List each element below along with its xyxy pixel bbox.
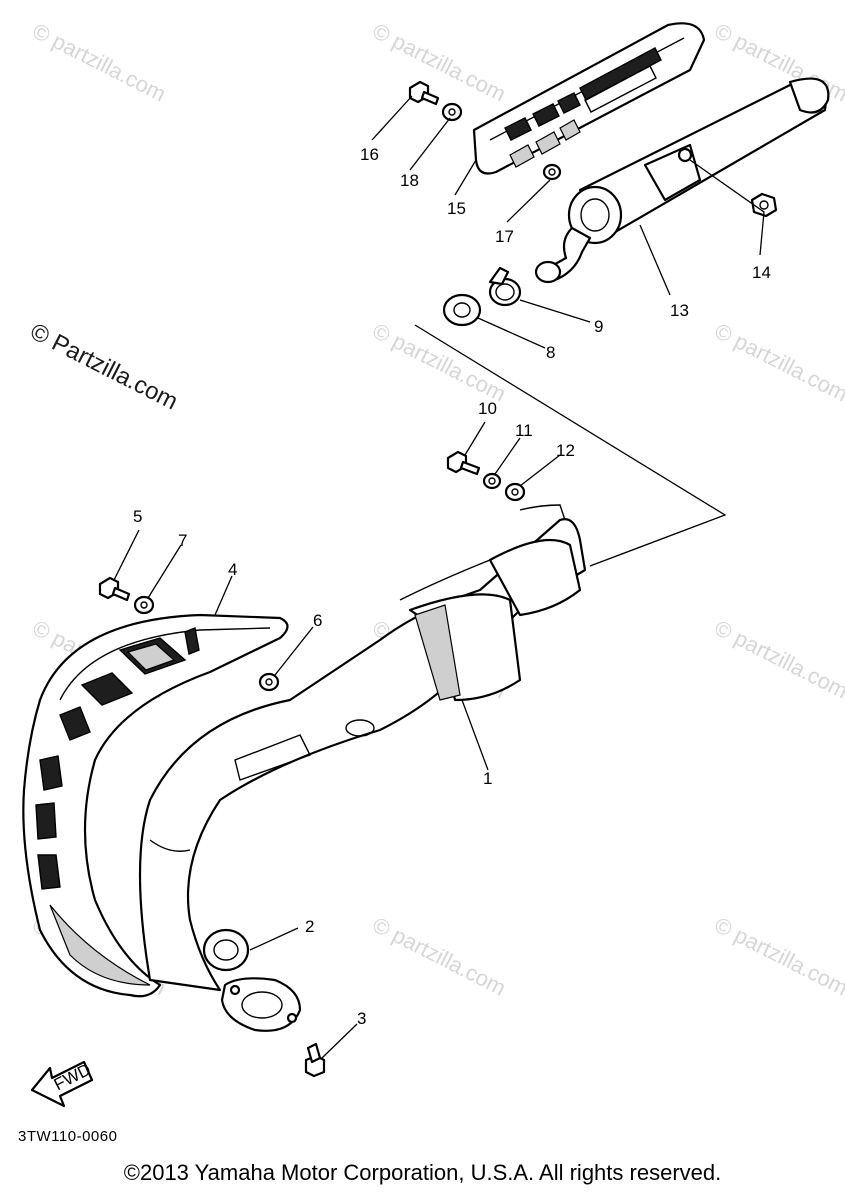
- copyright-notice: ©2013 Yamaha Motor Corporation, U.S.A. A…: [123, 1160, 722, 1185]
- part-18-washer: [441, 102, 463, 122]
- part-12-washer: [504, 482, 526, 502]
- part-13-silencer: [534, 77, 830, 284]
- callout-7: 7: [178, 531, 187, 550]
- callout-5: 5: [133, 507, 142, 526]
- callout-1: 1: [483, 769, 492, 788]
- part-17-washer: [542, 163, 562, 181]
- callout-15: 15: [447, 199, 466, 218]
- part-6-washer: [258, 672, 280, 692]
- callout-16: 16: [360, 145, 379, 164]
- callout-6: 6: [313, 611, 322, 630]
- callout-17: 17: [495, 227, 514, 246]
- fwd-arrow-icon: FWD: [30, 1060, 94, 1108]
- part-10-bolt: [446, 450, 481, 476]
- part-5-bolt: [98, 576, 131, 602]
- part-8-gasket: [442, 293, 482, 327]
- callout-13: 13: [670, 301, 689, 320]
- leader-lines: [113, 95, 765, 1059]
- part-16-bolt: [408, 80, 440, 106]
- part-2-gasket: [202, 928, 250, 972]
- callout-12: 12: [556, 441, 575, 460]
- callout-3: 3: [357, 1009, 366, 1028]
- callout-18: 18: [400, 171, 419, 190]
- assembly-lines: [414, 324, 727, 567]
- part-14-nut: [750, 192, 778, 218]
- part-3-bolt: [304, 1042, 326, 1078]
- part-7-washer: [133, 595, 155, 615]
- drawing-code: 3TW110-0060: [18, 1128, 118, 1145]
- callout-8: 8: [546, 343, 555, 362]
- callout-14: 14: [752, 263, 771, 282]
- part-1-exhaust-pipe: [138, 504, 587, 1032]
- callouts: 1 2 3 4 5 6 7 8 9 10 11 12 13 14 15 16 1…: [133, 145, 771, 1028]
- part-4-protector: [22, 613, 289, 998]
- part-15-protector: [472, 22, 706, 175]
- part-11-washer: [482, 472, 502, 490]
- callout-9: 9: [594, 317, 603, 336]
- callout-4: 4: [228, 560, 237, 579]
- callout-11: 11: [515, 421, 533, 440]
- callout-10: 10: [478, 399, 497, 418]
- callout-2: 2: [305, 917, 314, 936]
- part-9-clamp: [488, 266, 522, 307]
